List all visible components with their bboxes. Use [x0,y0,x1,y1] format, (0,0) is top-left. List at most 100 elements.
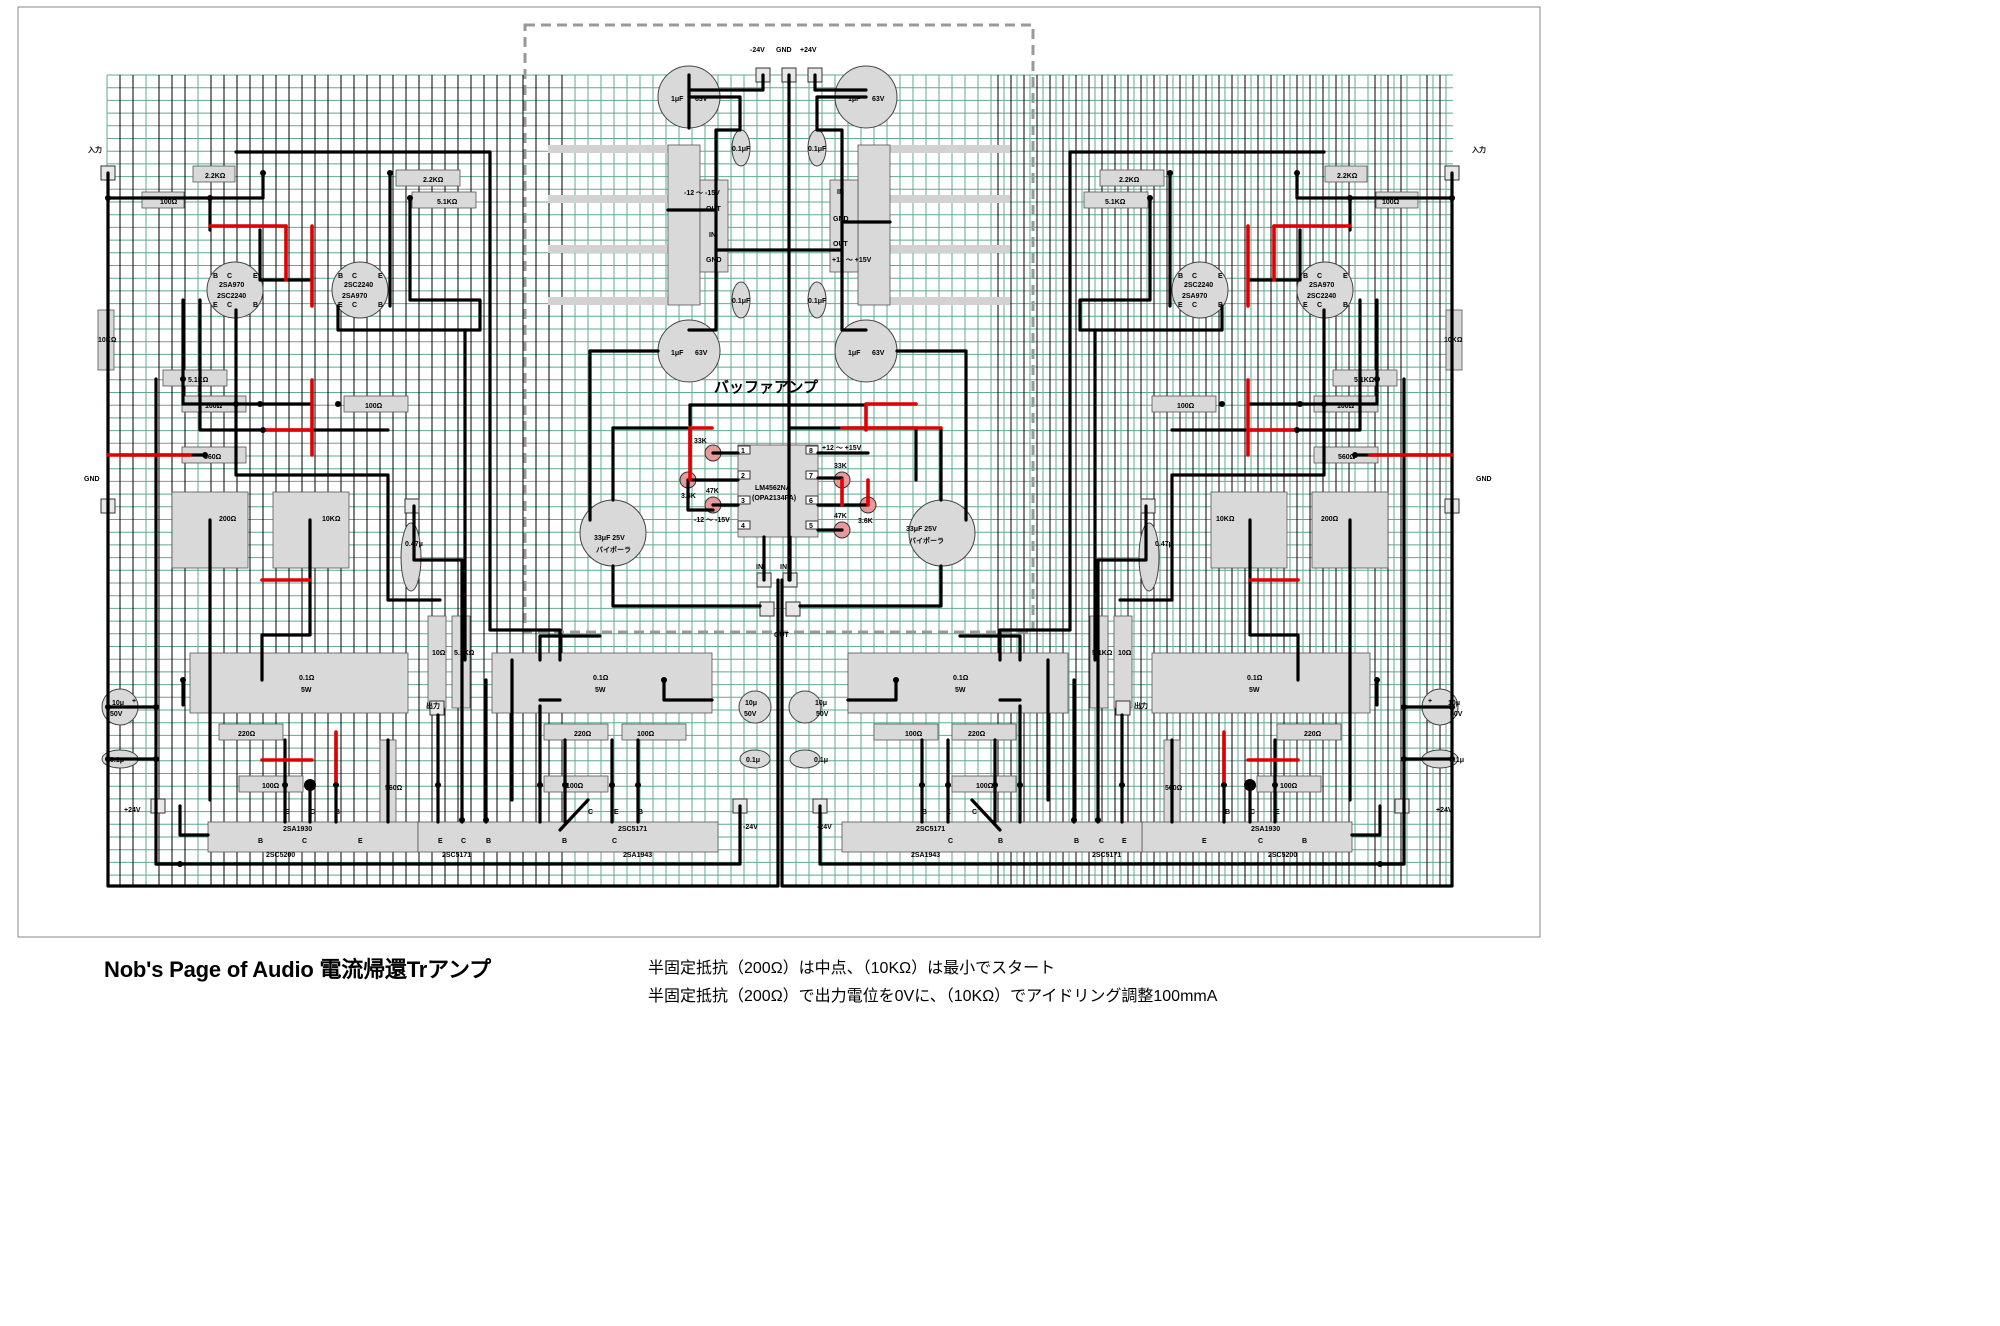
solder-dot-right [1071,817,1077,823]
solder-dot-right [1294,427,1300,433]
svg-text:0.1μF: 0.1μF [732,146,751,153]
pos-regulator-rail-label: +12 ～ +15V [832,257,872,264]
solder-dot-right [1374,677,1380,683]
wire-right [1295,171,1454,200]
wire-right [1350,804,1382,837]
wire-right [1248,518,1300,682]
cap-0-1u-b-label: 0.1μ [746,757,760,764]
solder-dot-left [105,756,111,762]
plus24-terminal-label: +24V [124,807,141,814]
wire-right [1246,228,1302,282]
wire-left [198,298,265,432]
solder-dot-right [1377,861,1383,867]
resistor-5-1k-b-label: 5.1KΩ [1354,377,1375,384]
terminal-pad [1115,700,1131,716]
wire-left [106,171,265,200]
small-transistor-bottom-label: 2SC2240 [1307,293,1336,300]
solder-dot-right [1294,170,1300,176]
opamp-pin-left [737,520,751,530]
resistor-100-d [1256,775,1322,793]
transistor-pin-label: B [562,838,567,845]
transistor-pin-label: B [1225,809,1230,816]
svg-text:33K: 33K [834,463,847,470]
cap-10u-b-label: 10μ [745,700,757,707]
solder-dot-right [1017,782,1023,788]
output-transistor-2sa1930-label: 2SA1930 [283,826,312,833]
opamp-pin-number: 2 [741,473,745,480]
small-transistor-bottom-label: 2SA970 [1182,293,1207,300]
transistor-pin-label: B [998,838,1003,845]
solder-dot-left [153,756,159,762]
wire-left [178,804,210,837]
output-transistor-2sc5200-label: 2SC5200 [1268,852,1297,859]
transistor-pin-label: E [1218,273,1223,280]
opamp-pin-right [805,495,819,505]
gnd-terminal-label: GND [84,476,100,483]
solder-dot-right [1352,452,1358,458]
wire-left [408,196,482,662]
trimpot-200-label: 200Ω [219,516,237,523]
adjustment-note-1: 半固定抵抗（200Ω）は中点、（10KΩ）は最小でスタート [648,960,1056,977]
cap-10u-label: 10μ [1448,700,1460,707]
cap-0-47u [1138,522,1160,592]
wire-center-left [558,578,780,888]
opamp-pin-right [805,470,819,480]
resistor-100-a [1375,191,1419,209]
transistor-pin-label: E [285,809,290,816]
driver-transistor-pair [841,821,1143,853]
cap-polarity-label: + [132,698,136,705]
cap-0-47u-label: 0.47μ [1155,541,1173,548]
wire-left [154,804,742,866]
output-terminal-label: 出力 [1134,701,1148,710]
resistor-100-e-label: 100Ω [566,783,584,790]
resistor-100-e-label: 100Ω [976,783,994,790]
transistor-pin-label: B [922,809,927,816]
neg-regulator-tab [699,179,729,273]
solder-dot-right [1297,401,1303,407]
buffer-plus24-label: +24V [800,47,817,54]
solder-dot-left [335,401,341,407]
resistor-2-2k-a [1324,165,1368,183]
small-transistor-top-label: 2SC2240 [344,282,373,289]
wire-left [662,678,714,702]
transistor-pin-label: E [1202,838,1207,845]
resistor-220-label: 220Ω [238,731,256,738]
resistor-220-b-label: 220Ω [574,731,592,738]
transistor-pin-label: B [338,273,343,280]
resistor-100-d-label: 100Ω [1280,783,1298,790]
buffer-cap-1uf-bl: 1μF 63V [657,319,721,383]
pos-regulator-tab [829,179,859,273]
power-resistor-0-1-b [491,652,713,714]
svg-text:0.1μF: 0.1μF [808,146,827,153]
svg-text:63V: 63V [872,350,885,357]
solder-dot-right [945,782,951,788]
wire-links [106,73,1454,888]
transistor-pin-label: C [352,273,357,280]
power-resistor-0-1-b-rating: 5W [955,687,966,694]
transistor-pin-label: C [948,838,953,845]
transistor-pin-label: E [438,838,443,845]
terminal-pad [150,798,166,814]
transistor-pin-label: C [1250,809,1255,816]
resistor-2-2k-b [1099,169,1165,187]
pos-regulator-body [857,144,891,306]
small-transistor-top-label: 2SA970 [219,282,244,289]
cap-0-1u-b [739,749,771,769]
solder-dot-right [1449,756,1455,762]
solder-dot-right [1095,817,1101,823]
opamp-pin-right [805,445,819,455]
solder-dot-left [459,817,465,823]
resistor-5-1k-b-label: 5.1KΩ [188,377,209,384]
wire-left [234,150,562,662]
resistor-220 [1276,723,1342,741]
transistor-pin-label: B [1302,838,1307,845]
buffer-amp-title: バッファアンプ [714,379,819,396]
transistor-pin-label: B [1343,302,1348,309]
transistor-pin-label: E [1122,838,1127,845]
driver-2sc5171-label: 2SC5171 [1092,852,1121,859]
solder-dot-right [1401,756,1407,762]
buffer-gnd-label: GND [776,47,792,54]
power-resistor-0-1-b-rating: 5W [595,687,606,694]
opamp-pin-number: 3 [741,498,745,505]
solder-dot-left [333,782,339,788]
